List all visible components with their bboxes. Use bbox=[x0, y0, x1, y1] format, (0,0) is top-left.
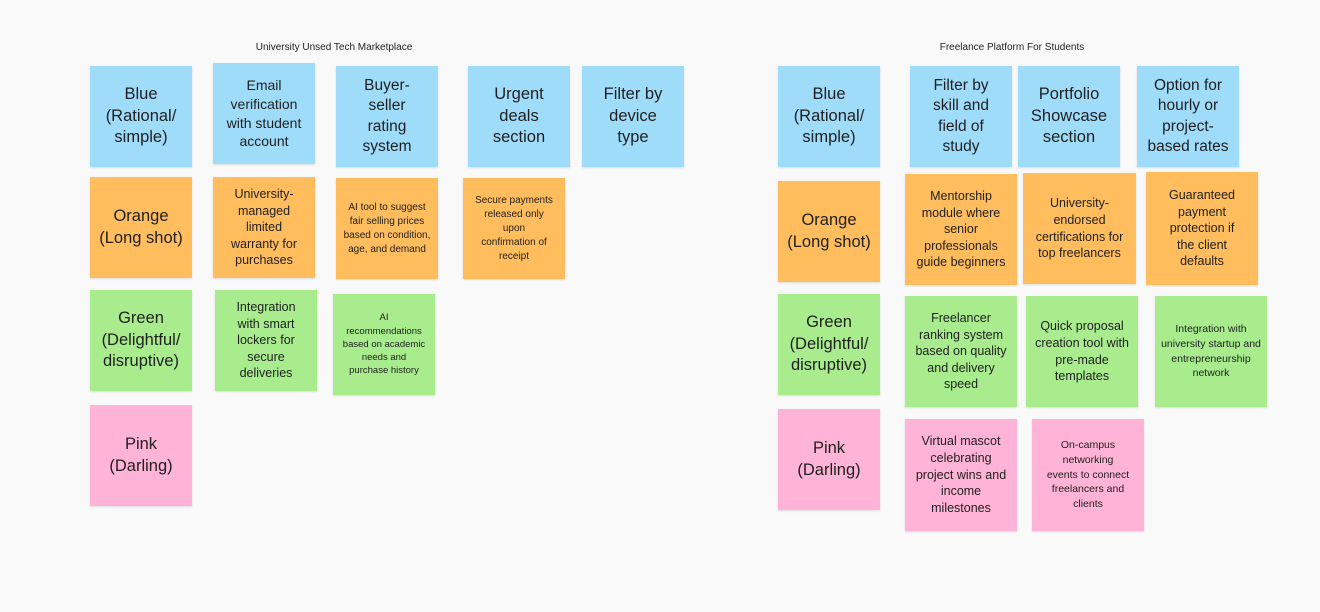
sticky-note[interactable]: Buyer-seller rating system bbox=[336, 66, 438, 167]
note-text: Pink (Darling) bbox=[109, 435, 173, 475]
note-text: Orange (Long shot) bbox=[99, 207, 183, 247]
sticky-note[interactable]: On-campus networking events to connect f… bbox=[1032, 419, 1144, 531]
note-text: Integration with university startup and … bbox=[1161, 323, 1261, 380]
sticky-note[interactable]: Integration with university startup and … bbox=[1155, 296, 1267, 407]
note-text: Green (Delightful/ disruptive) bbox=[101, 309, 181, 371]
note-text: Blue (Rational/ simple) bbox=[793, 85, 865, 147]
note-text: Guaranteed payment protection if the cli… bbox=[1168, 187, 1236, 269]
note-text: University-endorsed certifications for t… bbox=[1035, 196, 1124, 261]
note-text: Urgent deals section bbox=[492, 85, 546, 147]
sticky-note[interactable]: University-managed limited warranty for … bbox=[213, 177, 315, 278]
note-text: Filter by device type bbox=[603, 85, 663, 147]
note-text: Virtual mascot celebrating project wins … bbox=[915, 434, 1007, 515]
sticky-note[interactable]: Portfolio Showcase section bbox=[1018, 66, 1120, 167]
note-text: Buyer-seller rating system bbox=[362, 76, 412, 155]
sticky-note[interactable]: AI tool to suggest fair selling prices b… bbox=[336, 178, 438, 279]
note-text: Option for hourly or project-based rates bbox=[1147, 76, 1229, 155]
note-text: AI recommendations based on academic nee… bbox=[342, 312, 426, 377]
sticky-note[interactable]: Mentorship module where senior professio… bbox=[905, 174, 1017, 285]
sticky-note-legend-green[interactable]: Green (Delightful/ disruptive) bbox=[778, 294, 880, 395]
sticky-note[interactable]: Filter by skill and field of study bbox=[910, 66, 1012, 167]
sticky-note[interactable]: Filter by device type bbox=[582, 66, 684, 167]
note-text: University-managed limited warranty for … bbox=[231, 186, 297, 268]
note-text: Green (Delightful/ disruptive) bbox=[789, 313, 869, 375]
sticky-note[interactable]: AI recommendations based on academic nee… bbox=[333, 294, 435, 395]
sticky-note-legend-orange[interactable]: Orange (Long shot) bbox=[90, 177, 192, 278]
frame-title: Freelance Platform For Students bbox=[939, 42, 1085, 53]
note-text: Orange (Long shot) bbox=[787, 211, 871, 251]
sticky-note[interactable]: Guaranteed payment protection if the cli… bbox=[1146, 172, 1258, 285]
note-text: Integration with smart lockers for secur… bbox=[236, 299, 296, 381]
sticky-note[interactable]: Quick proposal creation tool with pre-ma… bbox=[1026, 296, 1138, 407]
note-text: On-campus networking events to connect f… bbox=[1046, 439, 1130, 511]
sticky-note[interactable]: Freelancer ranking system based on quali… bbox=[905, 296, 1017, 407]
sticky-note-legend-green[interactable]: Green (Delightful/ disruptive) bbox=[90, 290, 192, 391]
frame-title: University Unsed Tech Marketplace bbox=[255, 42, 413, 53]
sticky-note[interactable]: Option for hourly or project-based rates bbox=[1137, 66, 1239, 167]
sticky-note[interactable]: Virtual mascot celebrating project wins … bbox=[905, 419, 1017, 531]
note-text: Mentorship module where senior professio… bbox=[916, 188, 1006, 270]
note-text: AI tool to suggest fair selling prices b… bbox=[343, 201, 431, 255]
note-text: Quick proposal creation tool with pre-ma… bbox=[1035, 319, 1129, 384]
note-text: Pink (Darling) bbox=[797, 439, 861, 479]
sticky-note[interactable]: Integration with smart lockers for secur… bbox=[215, 290, 317, 391]
sticky-note-legend-pink[interactable]: Pink (Darling) bbox=[778, 409, 880, 510]
sticky-note-legend-orange[interactable]: Orange (Long shot) bbox=[778, 181, 880, 282]
sticky-note[interactable]: Secure payments released only upon confi… bbox=[463, 178, 565, 279]
note-text: Portfolio Showcase section bbox=[1030, 85, 1108, 147]
sticky-note[interactable]: Urgent deals section bbox=[468, 66, 570, 167]
note-text: Secure payments released only upon confi… bbox=[475, 194, 553, 262]
note-text: Filter by skill and field of study bbox=[933, 76, 989, 155]
note-text: Freelancer ranking system based on quali… bbox=[915, 310, 1007, 392]
sticky-note-legend-blue[interactable]: Blue (Rational/ simple) bbox=[778, 66, 880, 167]
note-text: Blue (Rational/ simple) bbox=[105, 85, 177, 147]
sticky-note[interactable]: Email verification with student account bbox=[213, 63, 315, 164]
sticky-note[interactable]: University-endorsed certifications for t… bbox=[1023, 173, 1136, 284]
sticky-note-legend-blue[interactable]: Blue (Rational/ simple) bbox=[90, 66, 192, 167]
sticky-note-legend-pink[interactable]: Pink (Darling) bbox=[90, 405, 192, 506]
note-text: Email verification with student account bbox=[226, 77, 302, 150]
